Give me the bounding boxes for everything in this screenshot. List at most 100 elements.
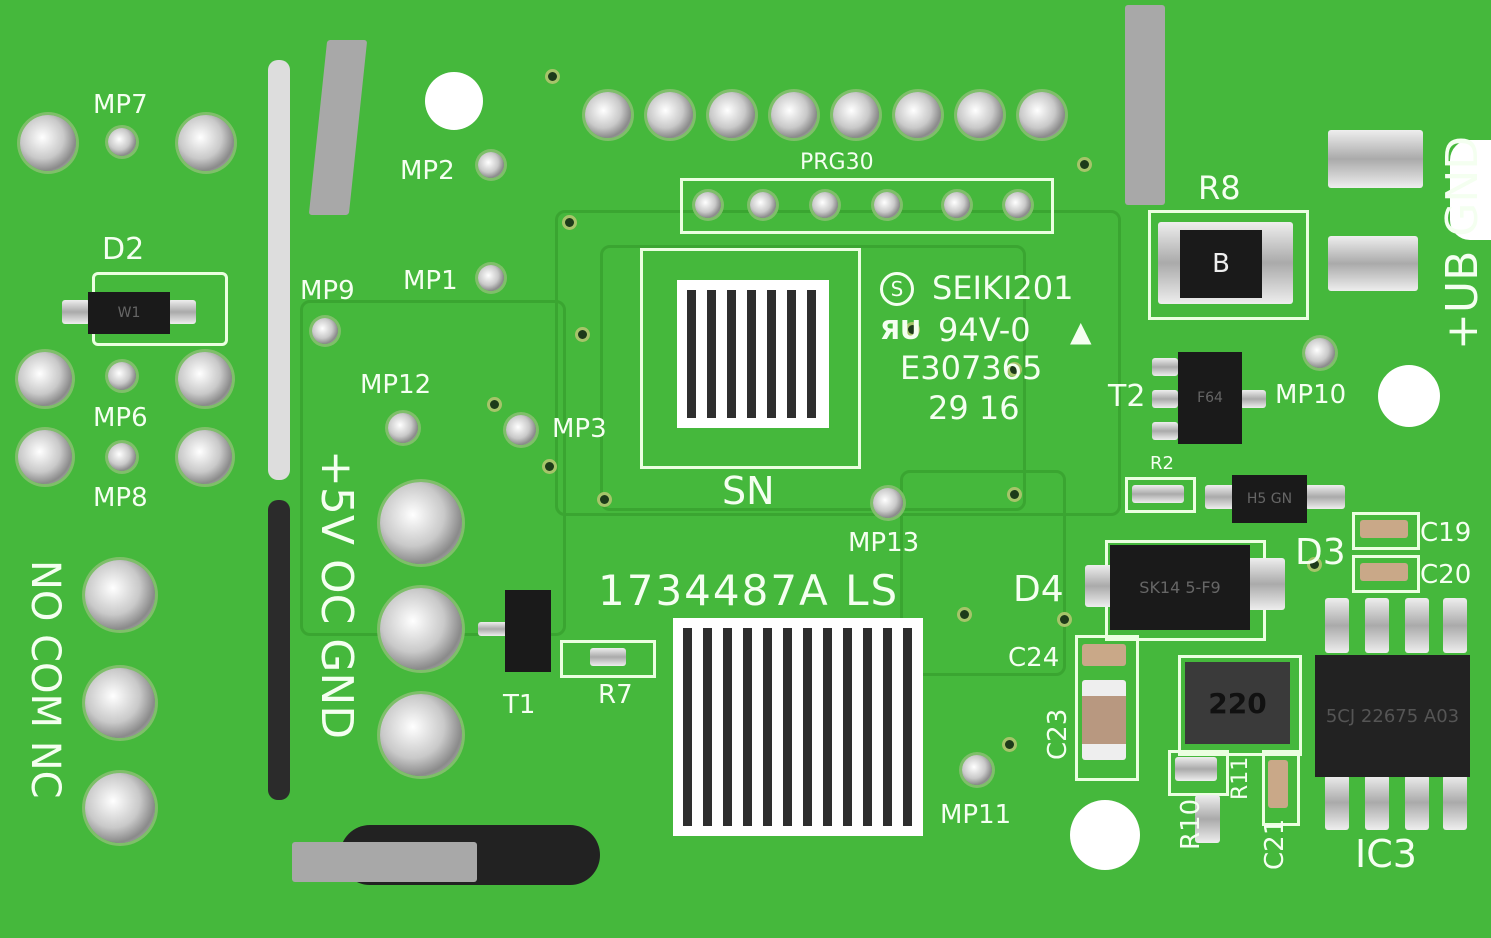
terminal-5v <box>380 482 462 564</box>
ic3-pin <box>1443 775 1467 830</box>
mounting-hole <box>1070 800 1140 870</box>
solder-pad <box>178 352 232 406</box>
mounting-hole <box>425 72 483 130</box>
via <box>1010 365 1019 374</box>
label-relay-terminals: NO COM NC <box>22 560 68 799</box>
ic3-pin <box>1405 598 1429 653</box>
capacitor-c21 <box>1268 760 1288 808</box>
marking-date: 29 16 <box>928 389 1020 427</box>
label-r7: R7 <box>598 680 633 710</box>
label-c19: C19 <box>1420 518 1472 548</box>
via <box>1005 740 1014 749</box>
terminal-com <box>85 668 155 738</box>
ic3-pin <box>1325 598 1349 653</box>
t2-lead <box>1152 390 1178 408</box>
capacitor-c20 <box>1360 563 1408 581</box>
inductor-l1: 220 <box>1185 662 1290 744</box>
t2-lead <box>1152 422 1178 440</box>
diode-d4: SK14 5-F9 <box>1110 545 1250 630</box>
solder-pad <box>178 430 232 484</box>
d2-lead <box>168 300 196 324</box>
prg-pin <box>750 192 776 218</box>
via <box>960 610 969 619</box>
test-point-mp1 <box>478 265 504 291</box>
capacitor-c23 <box>1082 680 1126 760</box>
diode-d2: W1 <box>88 292 170 334</box>
header-pin <box>771 92 817 138</box>
d3-lead <box>1205 485 1235 509</box>
label-r11: R11 <box>1228 756 1253 800</box>
marking-rating: 94V-0 <box>938 311 1031 349</box>
warning-triangle-icon: ▲ <box>1070 315 1092 348</box>
d4-lead <box>1245 558 1285 610</box>
label-mp10: MP10 <box>1275 380 1347 410</box>
resistor-r7 <box>590 648 626 666</box>
ic3-chip: 5CJ 22675 A03 <box>1315 655 1470 777</box>
enclosure-tab <box>292 842 477 882</box>
header-pin <box>895 92 941 138</box>
label-serial: 1734487A LS <box>598 566 900 615</box>
prg-pin <box>944 192 970 218</box>
enclosure-tab <box>308 40 368 215</box>
label-r8: R8 <box>1198 169 1241 207</box>
resistor-r11 <box>1195 795 1220 843</box>
trace <box>555 210 1121 516</box>
capacitor-c24 <box>1082 644 1126 666</box>
label-power-terminals: +5V OC GND <box>311 450 362 740</box>
label-sn: SN <box>722 469 775 513</box>
label-mp7: MP7 <box>93 90 148 120</box>
via <box>1060 615 1069 624</box>
test-point-mp6 <box>108 362 136 390</box>
marking-file: E307365 <box>900 349 1043 387</box>
label-ic3: IC3 <box>1355 832 1417 876</box>
r7-outline <box>560 640 656 678</box>
label-c24: C24 <box>1008 643 1060 673</box>
t2-lead <box>1152 358 1178 376</box>
header-pin <box>709 92 755 138</box>
ic3-pin <box>1365 775 1389 830</box>
prg-pin <box>874 192 900 218</box>
marking-maker: SEIKI201 <box>932 269 1074 307</box>
header-pin <box>585 92 631 138</box>
test-point-mp11 <box>962 755 992 785</box>
via <box>490 400 499 409</box>
header-pin <box>957 92 1003 138</box>
label-d3: D3 <box>1295 532 1346 573</box>
ic3-pin <box>1443 598 1467 653</box>
solder-pad <box>20 115 76 171</box>
ul-logo: ЯU <box>880 316 922 346</box>
label-prg30: PRG30 <box>800 150 874 175</box>
transistor-t1 <box>505 590 551 672</box>
label-mp13: MP13 <box>848 528 920 558</box>
test-point-mp7 <box>108 128 136 156</box>
l1-outline <box>1178 655 1302 756</box>
capacitor-c19 <box>1360 520 1408 538</box>
label-mp12: MP12 <box>360 370 432 400</box>
label-r10: R10 <box>1176 798 1206 850</box>
r2-outline <box>1125 477 1196 513</box>
label-t1: T1 <box>503 690 536 720</box>
test-point-mp13 <box>873 488 903 518</box>
c23-c24-outline <box>1075 635 1139 781</box>
label-mp6: MP6 <box>93 403 148 433</box>
label-mp11: MP11 <box>940 800 1012 830</box>
via <box>545 462 554 471</box>
ic3-pin <box>1405 775 1429 830</box>
test-point-mp3 <box>506 415 536 445</box>
c21-outline <box>1262 750 1300 826</box>
via <box>1310 560 1319 569</box>
via <box>1080 160 1089 169</box>
label-r2: R2 <box>1150 453 1174 474</box>
via <box>908 325 917 334</box>
terminal-oc <box>380 588 462 670</box>
label-c21: C21 <box>1260 818 1290 870</box>
product-datamatrix-code <box>673 618 923 836</box>
r8-outline <box>1148 210 1309 320</box>
enclosure-tab <box>1125 5 1165 205</box>
via <box>1010 490 1019 499</box>
label-mp8: MP8 <box>93 483 148 513</box>
label-mp2: MP2 <box>400 156 455 186</box>
test-point-mp9 <box>312 318 338 344</box>
label-mp1: MP1 <box>403 266 458 296</box>
via <box>578 330 587 339</box>
